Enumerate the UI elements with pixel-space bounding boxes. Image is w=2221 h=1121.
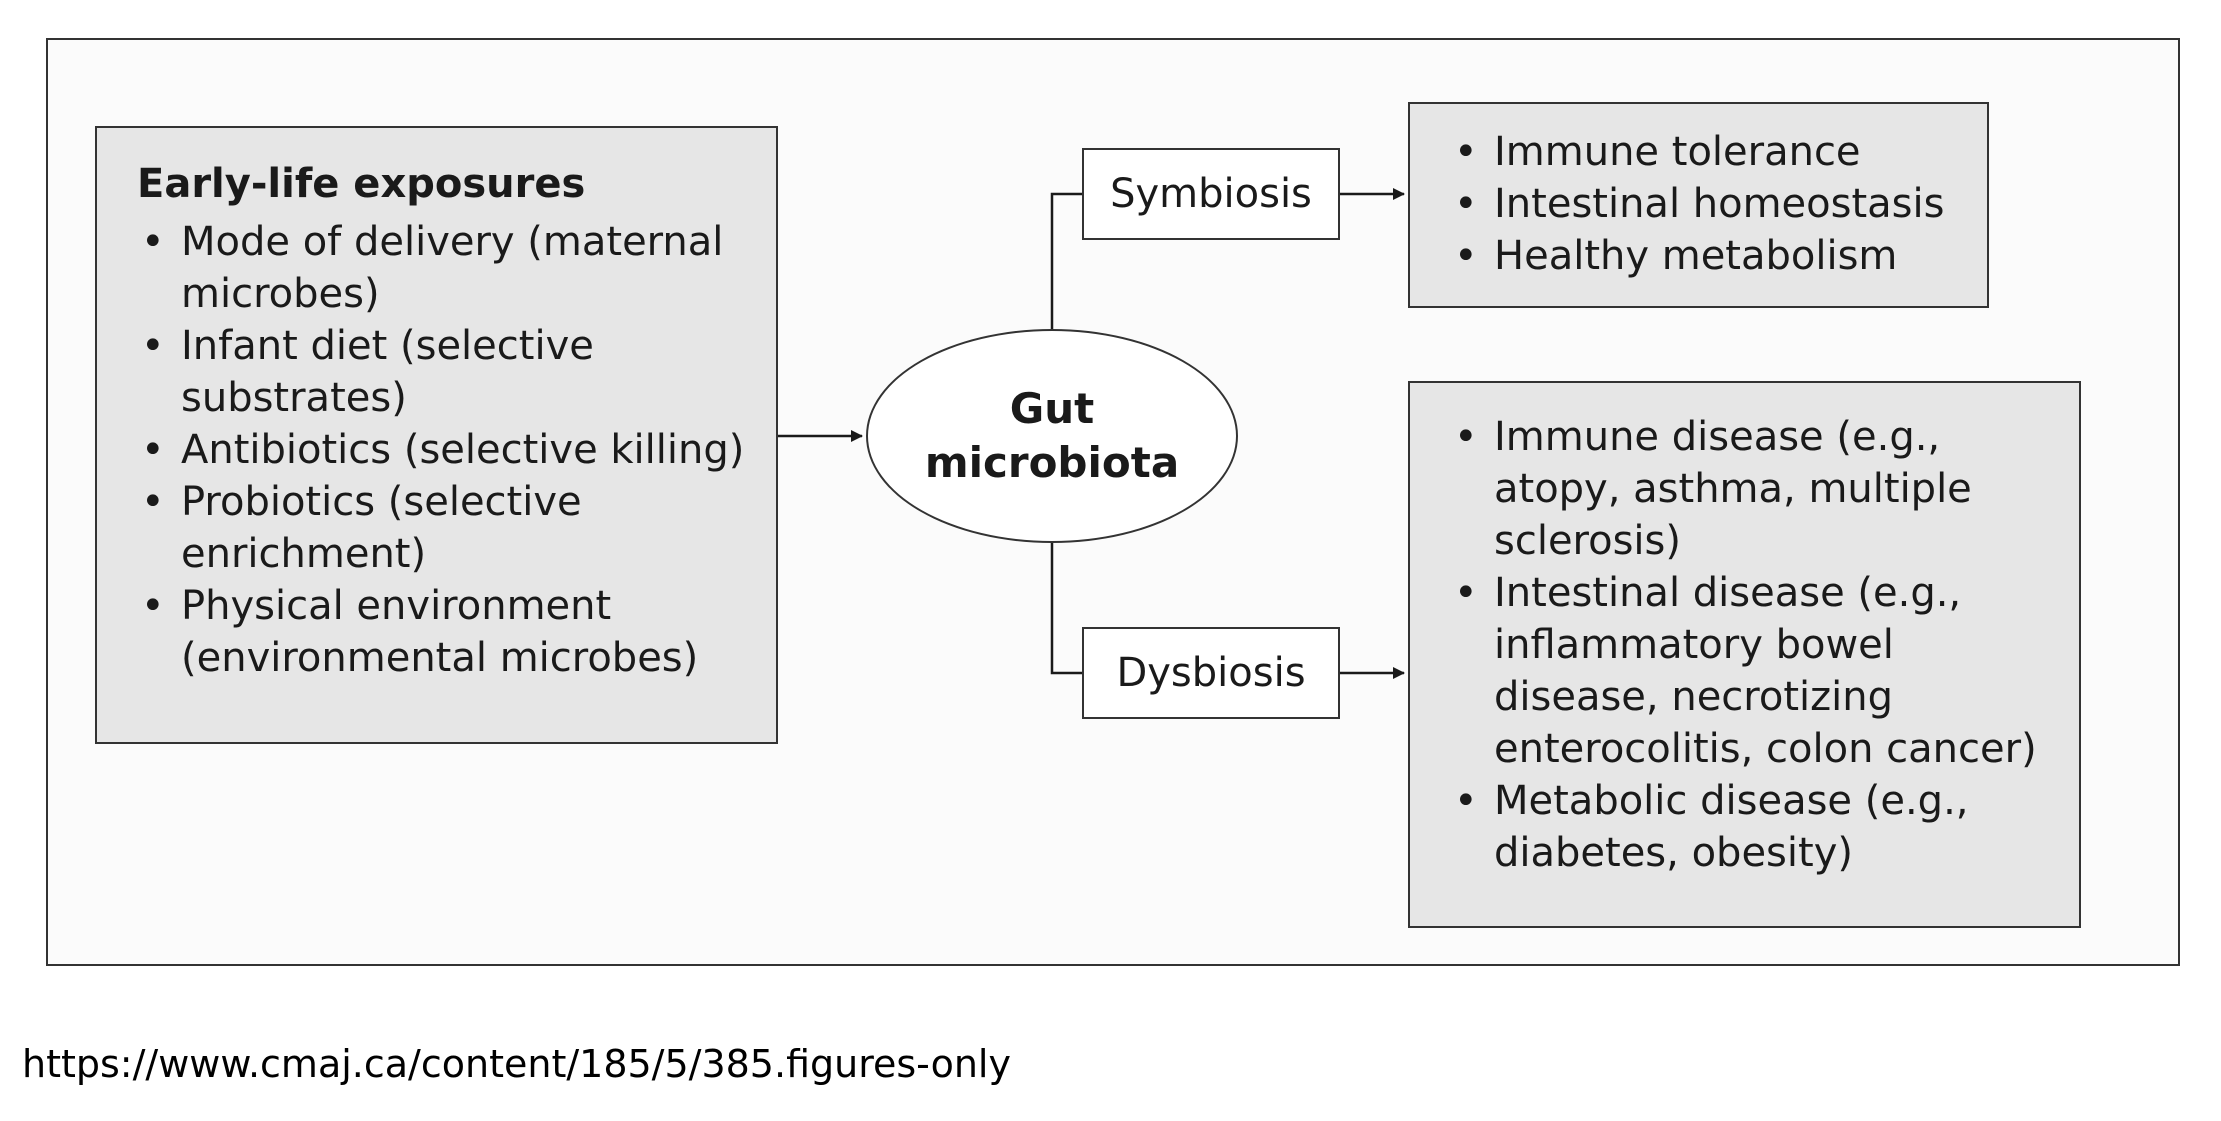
exposure-item-text: Mode of delivery (maternal microbes) <box>181 219 724 317</box>
bullet-icon: • <box>141 323 165 369</box>
dysbiosis-outcome-item: • Metabolic disease (e.g., diabetes, obes… <box>1450 775 2050 879</box>
gut-microbiota-line2: microbiota <box>924 438 1180 487</box>
gut-microbiota-node: Gut microbiota <box>866 329 1238 543</box>
symbiosis-outcomes-box: • Immune tolerance • Intestinal homeostasis… <box>1408 102 1989 308</box>
dysbiosis-outcomes-list: • Immune disease (e.g., atopy, asthma, mu… <box>1450 411 2050 879</box>
bullet-icon: • <box>1454 181 1478 227</box>
exposure-item: • Mode of delivery (maternal microbes) <box>137 216 757 320</box>
source-url: https://www.cmaj.ca/content/185/5/385.fi… <box>22 1042 1011 1086</box>
bullet-icon: • <box>141 219 165 265</box>
dysbiosis-outcome-item: • Immune disease (e.g., atopy, asthma, mu… <box>1450 411 2050 567</box>
dysbiosis-outcome-item-text: Immune disease (e.g., atopy, asthma, mul… <box>1494 414 1972 564</box>
gut-microbiota-line1: Gut <box>1009 384 1095 433</box>
symbiosis-outcome-item: • Healthy metabolism <box>1450 230 1967 282</box>
dysbiosis-outcome-item-text: Intestinal disease (e.g., inflammatory b… <box>1494 570 2037 772</box>
symbiosis-outcome-item: • Immune tolerance <box>1450 126 1967 178</box>
dysbiosis-box: Dysbiosis <box>1082 627 1340 719</box>
symbiosis-label: Symbiosis <box>1110 171 1312 217</box>
dysbiosis-label: Dysbiosis <box>1116 650 1306 696</box>
exposure-item-text: Infant diet (selective substrates) <box>181 323 594 421</box>
bullet-icon: • <box>1454 778 1478 824</box>
bullet-icon: • <box>141 479 165 525</box>
symbiosis-outcome-item: • Intestinal homeostasis <box>1450 178 1967 230</box>
microbiota-to-symbiosis-connector <box>1050 192 1082 329</box>
dysbiosis-outcomes-box: • Immune disease (e.g., atopy, asthma, mu… <box>1408 381 2081 928</box>
bullet-icon: • <box>1454 129 1478 175</box>
early-life-exposures-box: Early-life exposures • Mode of delivery (… <box>95 126 778 744</box>
bullet-icon: • <box>141 427 165 473</box>
exposure-item: • Antibiotics (selective killing) <box>137 424 757 476</box>
microbiota-to-dysbiosis-connector <box>1050 543 1082 675</box>
exposure-item: • Physical environment (environmental mic… <box>137 580 757 684</box>
exposure-item-text: Probiotics (selective enrichment) <box>181 479 582 577</box>
bullet-icon: • <box>1454 233 1478 279</box>
early-life-exposures-list: • Mode of delivery (maternal microbes) • In… <box>137 216 757 684</box>
exposure-item-text: Physical environment (environmental micr… <box>181 583 699 681</box>
exposure-item: • Probiotics (selective enrichment) <box>137 476 757 580</box>
bullet-icon: • <box>1454 570 1478 616</box>
dysbiosis-outcome-item-text: Metabolic disease (e.g., diabetes, obesi… <box>1494 778 1969 876</box>
symbiosis-outcome-item-text: Intestinal homeostasis <box>1494 181 1945 227</box>
dysbiosis-outcome-item: • Intestinal disease (e.g., inflammatory … <box>1450 567 2050 775</box>
bullet-icon: • <box>1454 414 1478 460</box>
early-life-exposures-title: Early-life exposures <box>137 161 586 207</box>
symbiosis-outcome-item-text: Immune tolerance <box>1494 129 1861 175</box>
symbiosis-box: Symbiosis <box>1082 148 1340 240</box>
symbiosis-outcomes-list: • Immune tolerance • Intestinal homeostasis… <box>1450 126 1967 282</box>
symbiosis-outcome-item-text: Healthy metabolism <box>1494 233 1898 279</box>
exposure-item: • Infant diet (selective substrates) <box>137 320 757 424</box>
exposure-item-text: Antibiotics (selective killing) <box>181 427 745 473</box>
bullet-icon: • <box>141 583 165 629</box>
